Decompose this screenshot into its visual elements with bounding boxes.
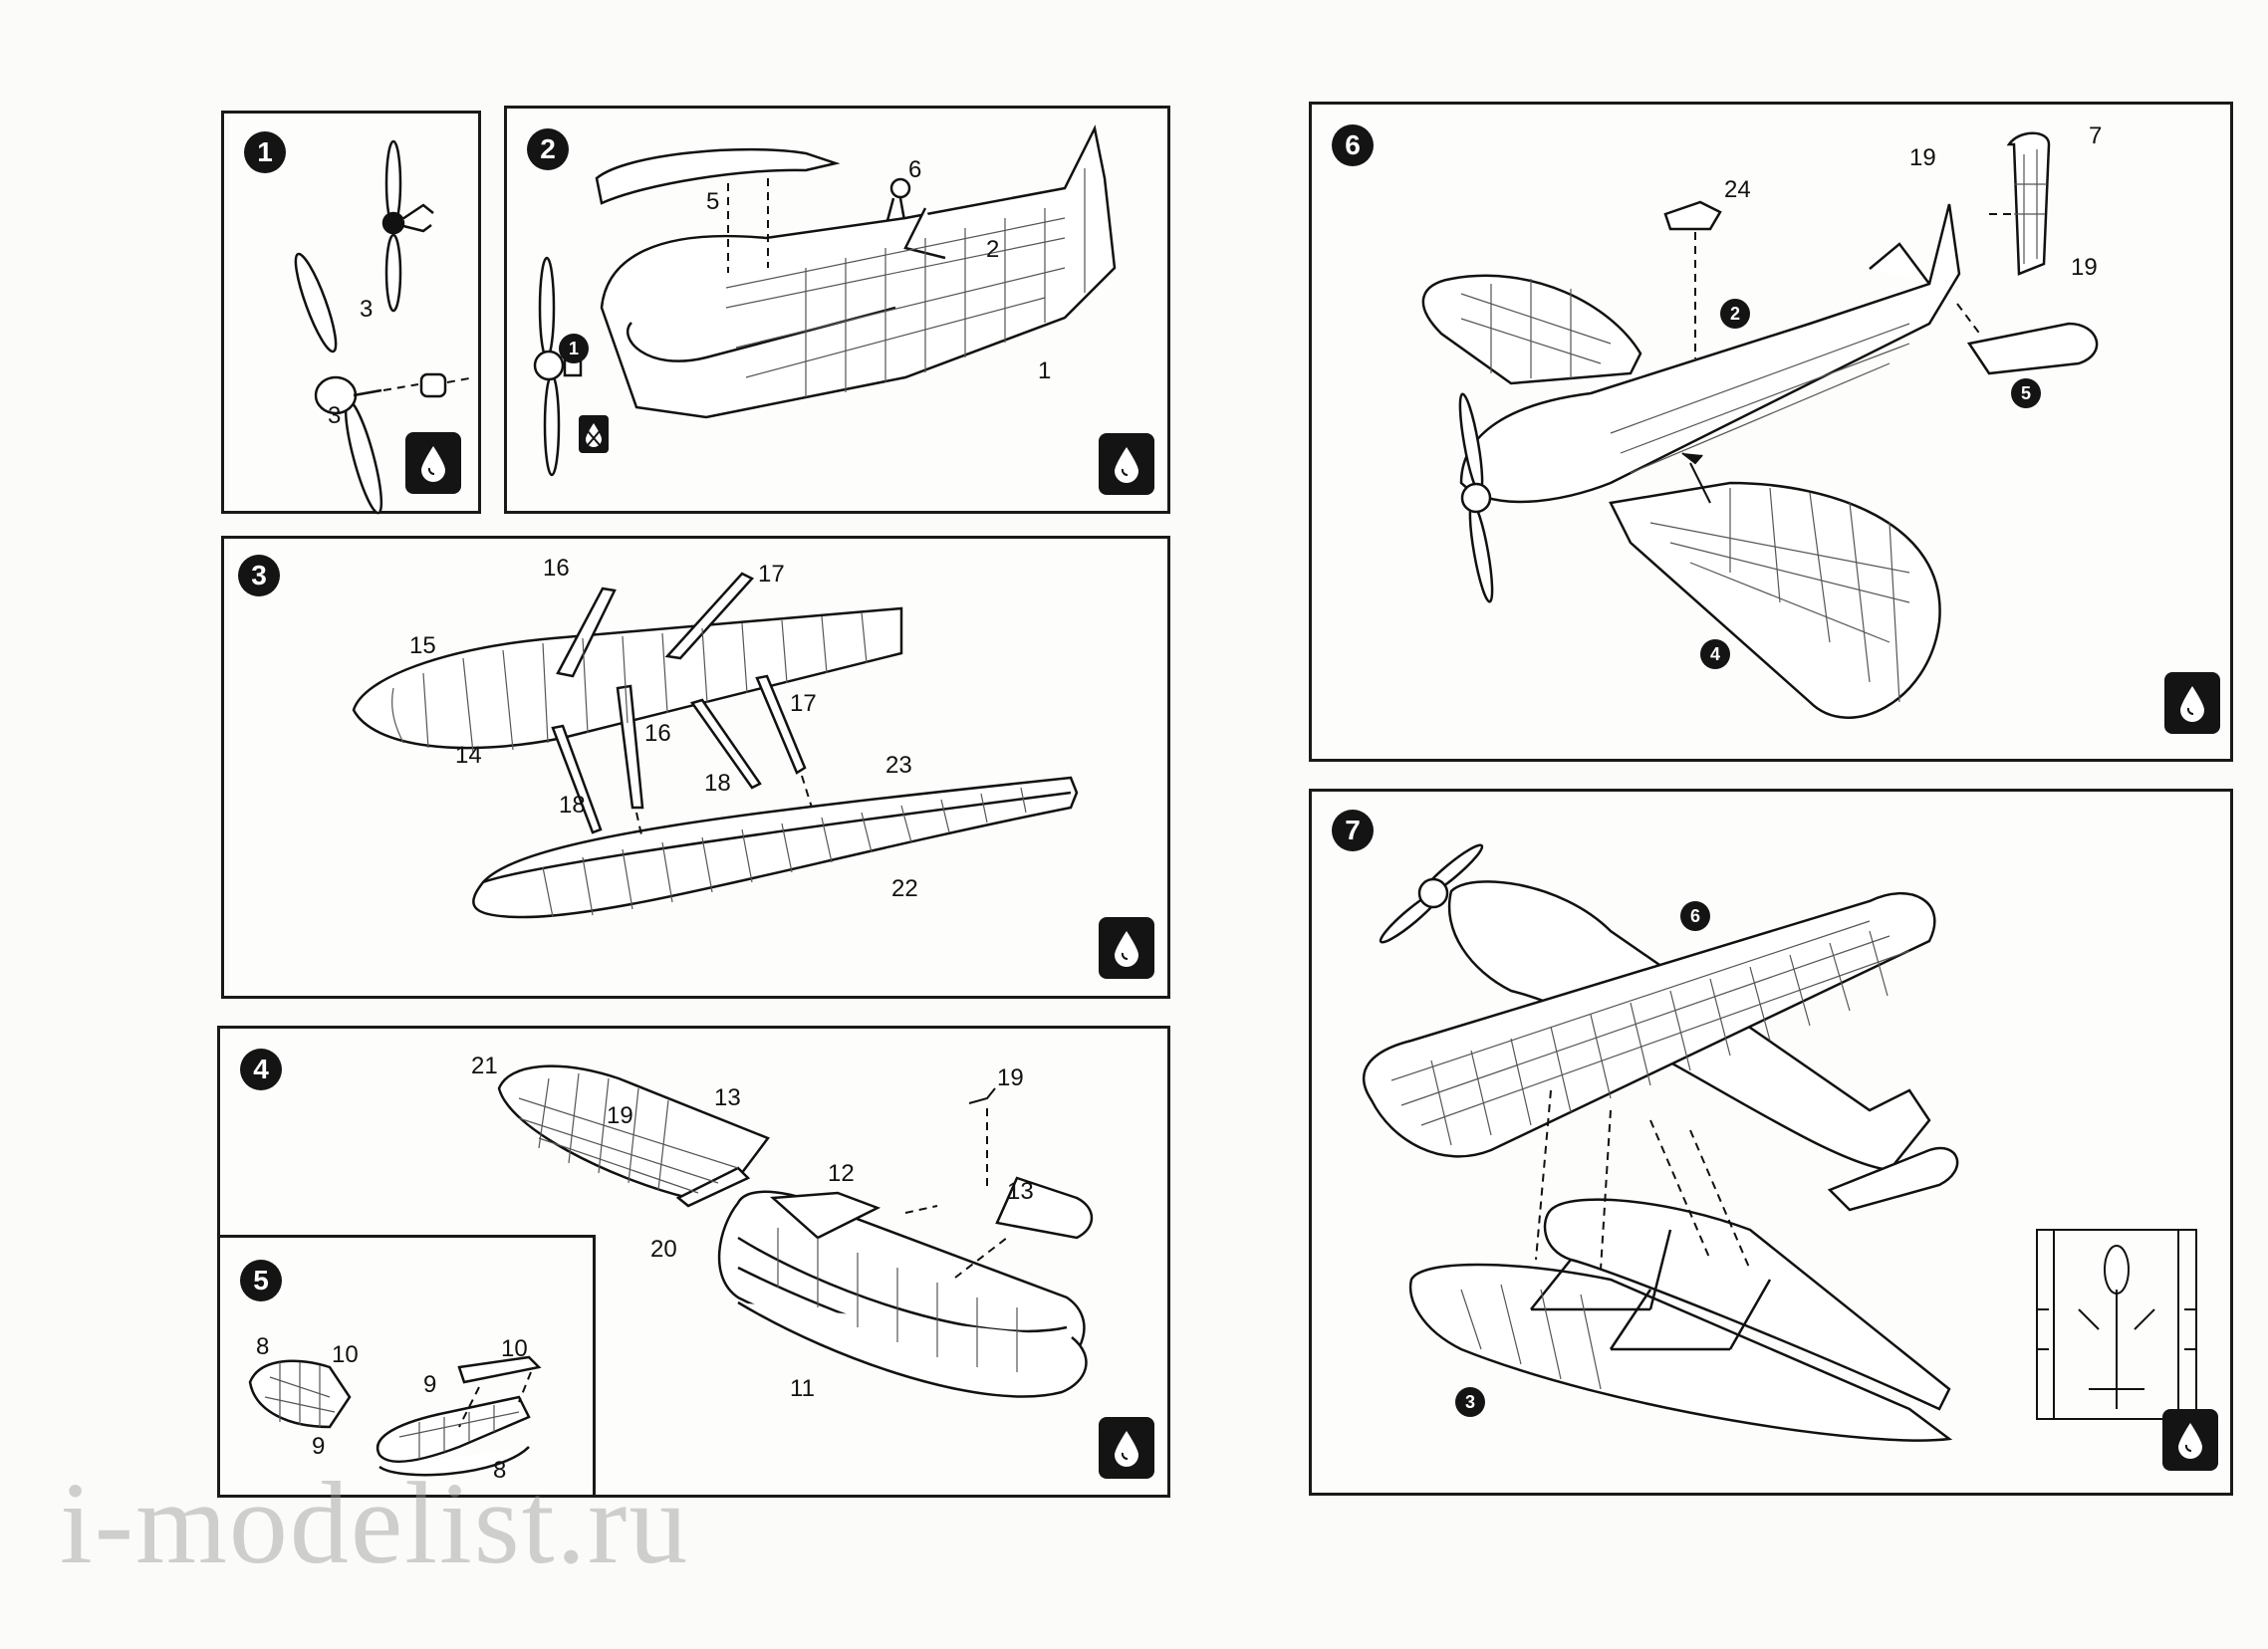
glue-drop-icon: [1099, 433, 1154, 495]
fuselage-cockpit-illustration: [533, 124, 1117, 477]
step-ref-badge: 2: [1720, 299, 1750, 329]
part-label: 19: [2071, 254, 2098, 281]
part-label: 13: [1007, 1178, 1034, 1205]
part-label: 8: [256, 1333, 270, 1360]
step-ref-badge: 6: [1680, 901, 1710, 931]
part-label: 5: [706, 188, 720, 215]
part-label: 17: [790, 690, 817, 717]
elevator-illustration: [248, 1355, 542, 1477]
step-ref-badge: 4: [1700, 639, 1730, 669]
part-label: 9: [423, 1371, 437, 1398]
step-badge: 4: [240, 1049, 282, 1090]
step-badge: 3: [238, 555, 280, 596]
wing-tail-illustration: [497, 1064, 1094, 1398]
glue-drop-icon: [1099, 917, 1154, 979]
step-badge: 7: [1332, 810, 1374, 851]
part-label: 19: [997, 1064, 1024, 1091]
part-label: 16: [644, 720, 671, 747]
part-label: 8: [493, 1457, 507, 1484]
watermark: i-modelist.ru: [60, 1458, 690, 1588]
part-label: 21: [471, 1053, 498, 1079]
part-label: 19: [1909, 144, 1936, 171]
part-label: 17: [758, 561, 785, 588]
part-label: 19: [607, 1102, 633, 1129]
part-label: 13: [714, 1084, 741, 1111]
part-label: 12: [828, 1160, 855, 1187]
final-assembly-illustration: [1362, 843, 2197, 1442]
part-label: 11: [790, 1375, 815, 1402]
step-badge: 5: [240, 1260, 282, 1301]
part-label: 15: [409, 632, 436, 659]
part-label: 23: [885, 752, 912, 779]
step-ref-badge: 3: [1455, 1387, 1485, 1417]
part-label: 16: [543, 555, 570, 582]
glue-drop-icon: [405, 432, 461, 494]
step-5-panel: 5 8 10 10 9 9 8: [217, 1235, 596, 1498]
float-assembly-illustration: [352, 572, 1079, 919]
step-7-panel: 7 6 3: [1309, 789, 2233, 1496]
part-label: 10: [332, 1341, 359, 1368]
step-ref-badge: 5: [2011, 378, 2041, 408]
part-label: 20: [650, 1236, 677, 1263]
part-label: 2: [986, 236, 1000, 263]
glue-drop-icon: [2164, 672, 2220, 734]
part-label: 7: [2089, 122, 2103, 149]
part-label: 1: [1038, 357, 1052, 384]
step-2-panel: 2 5 6 2 1 1: [504, 106, 1170, 514]
glue-drop-icon: [2162, 1409, 2218, 1471]
part-label: 6: [908, 156, 922, 183]
part-label: 24: [1724, 176, 1751, 203]
step-badge: 6: [1332, 124, 1374, 166]
part-label: 3: [328, 402, 342, 429]
step-badge: 1: [244, 131, 286, 173]
part-label: 10: [501, 1335, 528, 1362]
part-label: 18: [704, 770, 731, 797]
step-ref-badge: 1: [559, 334, 589, 363]
part-label: 14: [455, 742, 482, 769]
part-label: 18: [559, 792, 586, 819]
step-3-panel: 3 16 17 15 14 16 17 18 18 23 22: [221, 536, 1170, 999]
part-label: 22: [891, 875, 918, 902]
step-badge: 2: [527, 128, 569, 170]
part-label: 3: [360, 296, 374, 323]
propeller-illustration: [294, 139, 470, 515]
aircraft-wing-tail-illustration: [1421, 131, 2099, 719]
step-6-panel: 6 24 19 7 19 2 5 4: [1309, 102, 2233, 762]
no-glue-icon: [579, 415, 609, 453]
glue-drop-icon: [1099, 1417, 1154, 1479]
step-1-panel: 1 3 3: [221, 111, 481, 515]
part-label: 9: [312, 1433, 326, 1460]
